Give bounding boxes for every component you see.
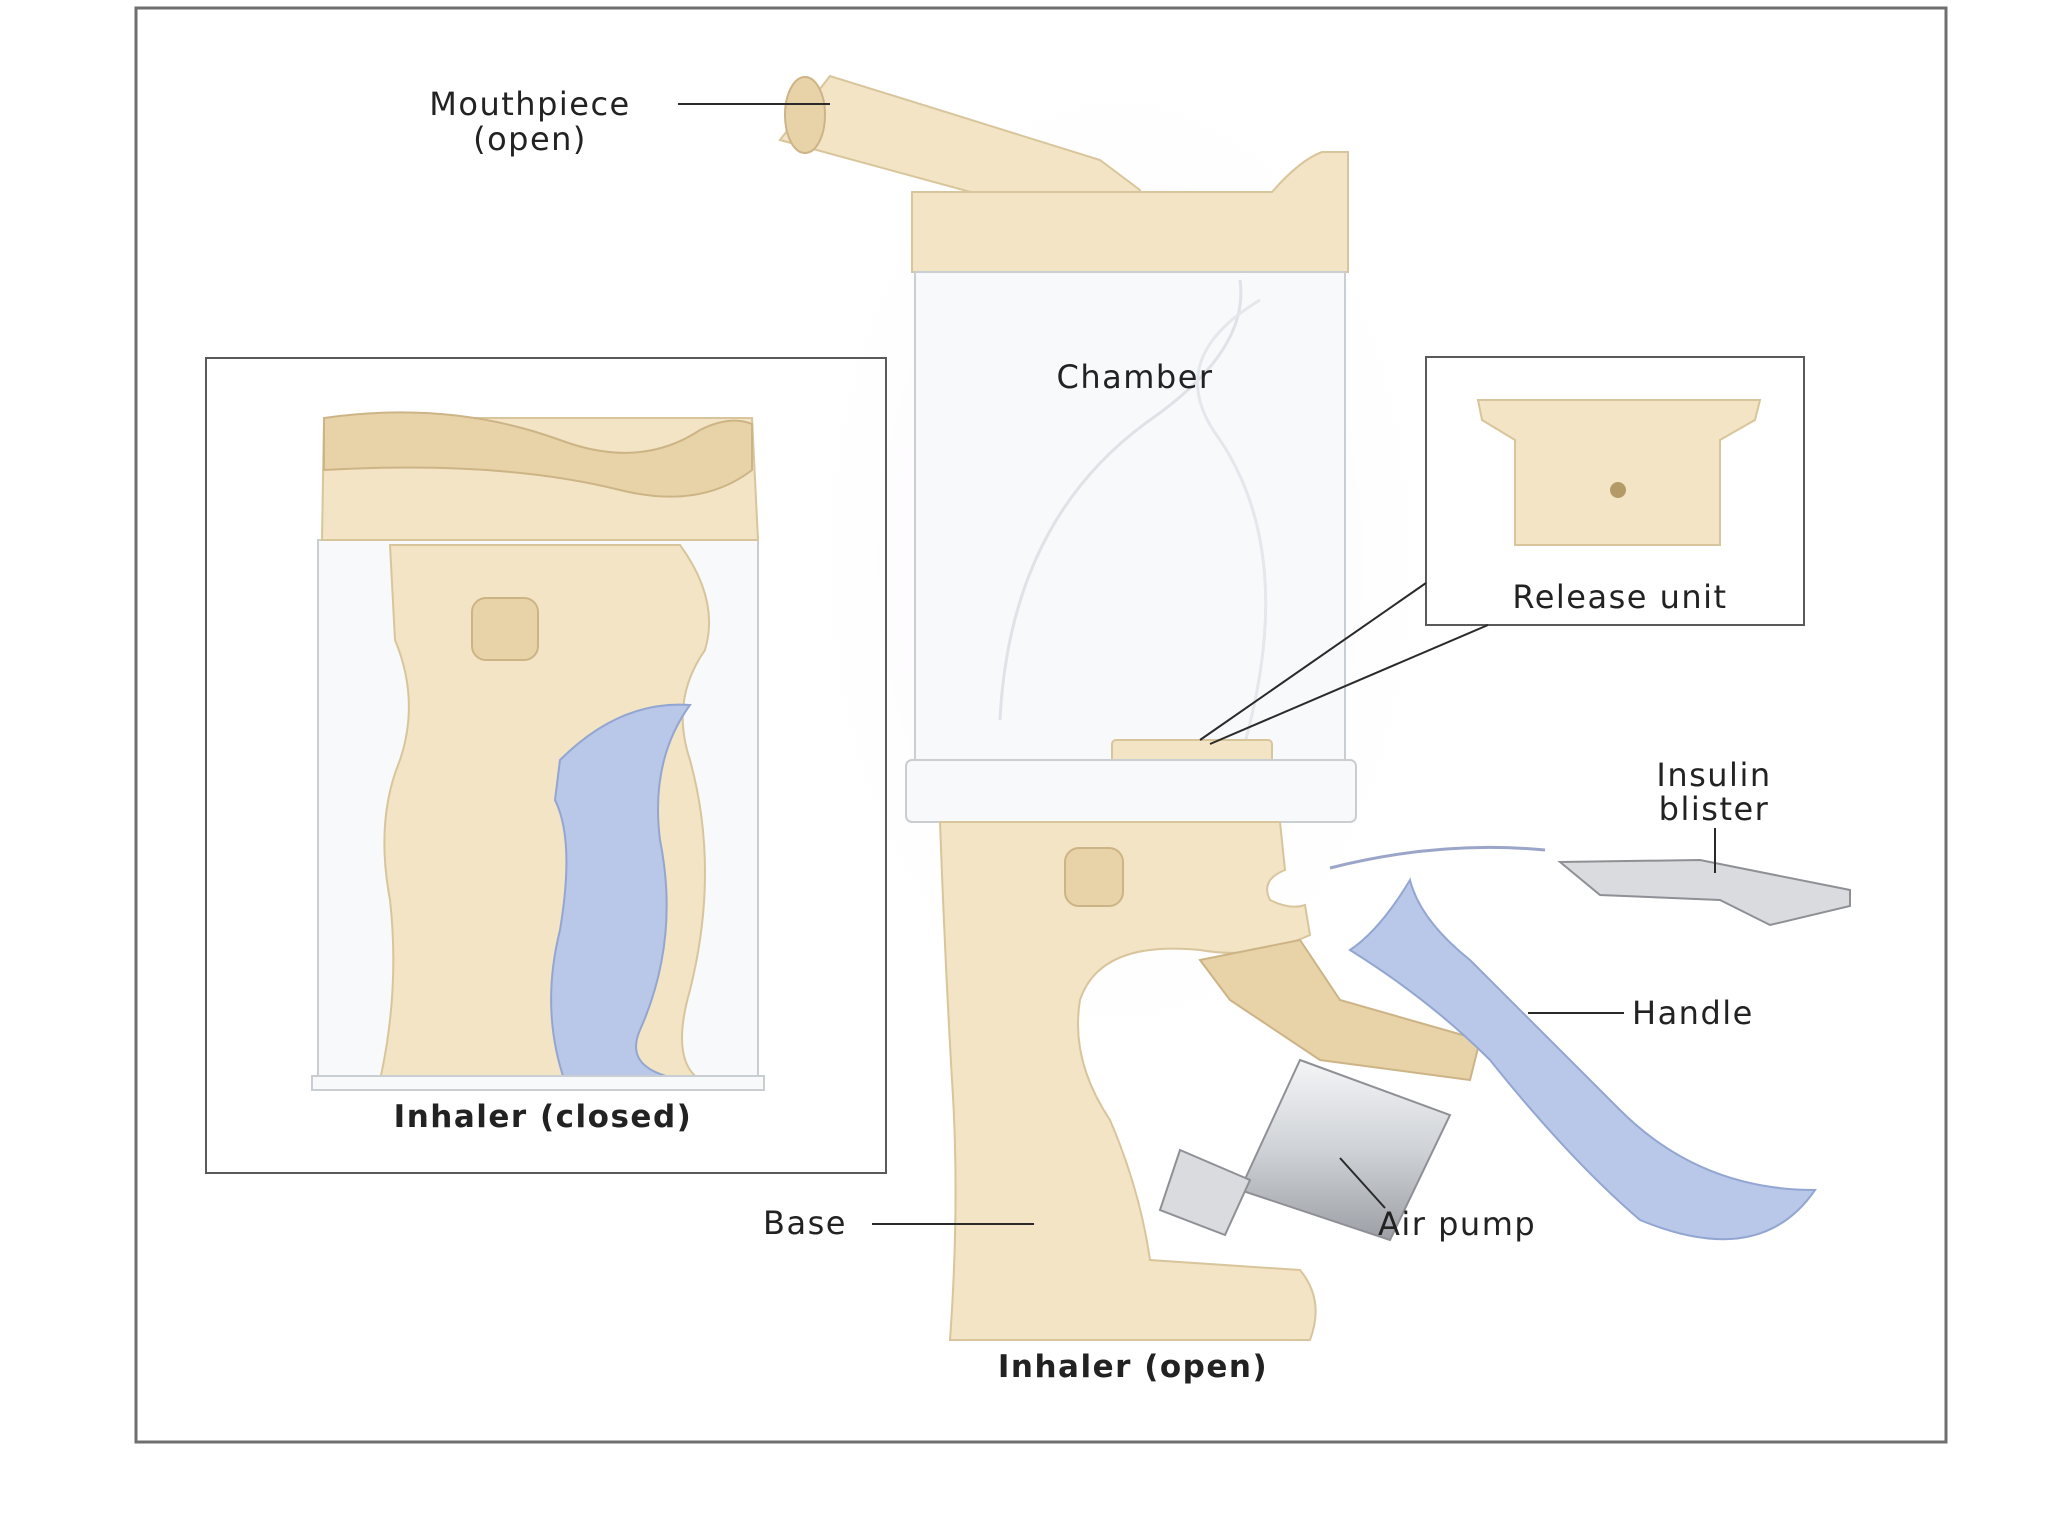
insulin-blister-label: Insulin: [1656, 756, 1771, 794]
base-label: Base: [763, 1204, 847, 1242]
insulin-blister-label-sub: blister: [1659, 790, 1770, 828]
closed-caption: Inhaler (closed): [394, 1099, 693, 1135]
closed-button: [472, 598, 538, 660]
mouthpiece-label: Mouthpiece: [429, 85, 630, 123]
closed-base-rim: [312, 1076, 764, 1090]
mouthpiece-label-sub: (open): [473, 120, 587, 158]
handle-label: Handle: [1632, 994, 1754, 1032]
chamber-collar: [906, 760, 1356, 822]
chamber-part: [915, 272, 1345, 767]
closed-body: [380, 545, 709, 1080]
open-caption: Inhaler (open): [998, 1349, 1268, 1385]
air-pump-label: Air pump: [1378, 1205, 1536, 1243]
inhaler-closed: [312, 412, 764, 1090]
release-unit-enlarged: [1478, 400, 1760, 545]
chamber-label: Chamber: [1056, 358, 1213, 396]
release-unit-label: Release unit: [1512, 578, 1727, 616]
mouthpiece-opening: [785, 77, 825, 153]
base-button: [1065, 848, 1123, 906]
